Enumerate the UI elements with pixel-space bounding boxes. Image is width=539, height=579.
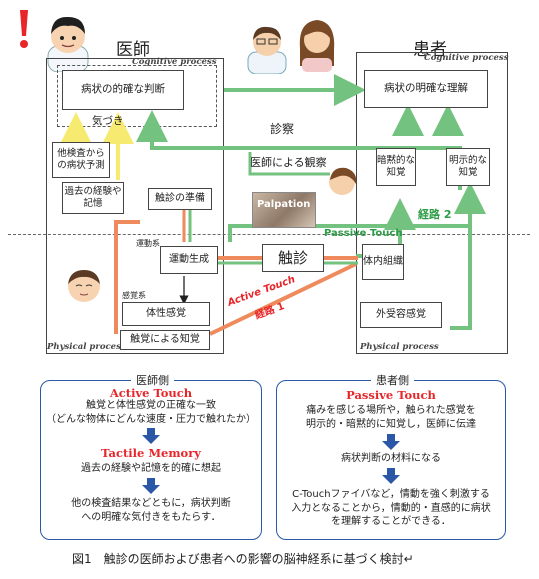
doctor-down-arrow-2 <box>142 478 160 494</box>
doctor-text-3: 他の検査結果などともに，病状判断 への明確な気付きをもたらす． <box>71 498 231 523</box>
doctor-physical-label: Physical process <box>47 342 126 352</box>
internal-tissue-box: 体内組織 <box>362 244 404 280</box>
patient-woman-icon <box>294 14 340 72</box>
patient-cognitive-label: Cognitive process <box>424 53 509 63</box>
patient-text-2: 病状判断の材料になる <box>341 453 441 464</box>
patient-passive-touch-title: Passive Touch <box>346 388 436 402</box>
diagnosis-box: 病状の的確な判断 <box>62 70 184 110</box>
exclamation-icon <box>12 8 36 52</box>
palpation-prep-box: 触診の準備 <box>148 188 212 210</box>
observation-label: 医師による観察 <box>250 156 327 169</box>
tactile-perception-box: 触覚による知覚 <box>120 330 210 350</box>
past-experience-box: 過去の経験や記憶 <box>62 182 124 214</box>
awareness-label: 気づき <box>92 115 124 127</box>
palpation-photo-label: Palpation <box>257 199 311 210</box>
patient-down-arrow-1 <box>382 434 400 450</box>
patient-down-arrow-2 <box>382 468 400 484</box>
motor-generation-box: 運動生成 <box>160 246 218 274</box>
patient-panel <box>356 52 508 354</box>
explicit-perception-box: 明示的な知覚 <box>446 148 490 186</box>
palpation-box: 触診 <box>262 244 324 272</box>
patient-text-1: 痛みを感じる場所や，触られた感覚を 明示的・暗黙的に知覚し，医師に伝達 <box>306 405 476 430</box>
other-tests-box: 他検査からの病状予測 <box>52 142 110 178</box>
clear-understanding-box: 病状の明確な理解 <box>364 70 488 108</box>
process-divider <box>8 234 530 235</box>
doctor-panel <box>46 58 224 354</box>
doctor-cognitive-label: Cognitive process <box>132 57 217 67</box>
active-touch-line <box>114 220 140 334</box>
doctor-icon <box>244 20 290 75</box>
patient-title: 患者 <box>413 40 447 60</box>
doctor-side-title: 医師側 <box>131 372 174 388</box>
route1-line <box>209 262 357 336</box>
doctor-active-touch-title: Active Touch <box>109 386 193 400</box>
patient-side-title: 患者側 <box>371 372 414 388</box>
observation-arrow <box>248 152 330 176</box>
child-face-icon <box>64 266 104 304</box>
sensory-system-label: 感覚系 <box>122 291 146 300</box>
tactile-memory-title: Tactile Memory <box>101 446 201 460</box>
patient-side-face-icon <box>326 164 360 198</box>
doctor-text-2: 過去の経験や記憶を的確に想起 <box>81 463 221 474</box>
doctor-title: 医師 <box>116 40 150 60</box>
route2-label: 経路 2 <box>418 208 452 221</box>
doctor-down-arrow-1 <box>142 428 160 444</box>
motor-system-label: 運動系 <box>136 239 160 248</box>
implicit-perception-box: 暗黙的な知覚 <box>376 148 416 186</box>
patient-text-3: C-Touchファイバなど，情動を強く刺激する 入力となることから，情動的・直感… <box>291 489 491 527</box>
doctor-text-1: 触覚と体性感覚の正確な一致 （どんな物体にどんな速度・圧力で触れたか） <box>46 400 256 425</box>
somatosensory-box: 体性感覚 <box>122 302 210 326</box>
consultation-label: 診察 <box>270 122 295 136</box>
exteroceptive-box: 外受容感覚 <box>360 302 442 328</box>
figure-caption: 図1 触診の医師および患者への影響の脳神経系に基づく検討↵ <box>72 552 414 566</box>
palpation-photo: Palpation <box>252 192 316 228</box>
passive-touch-label: Passive Touch <box>324 228 403 239</box>
patient-physical-label: Physical process <box>360 342 439 352</box>
